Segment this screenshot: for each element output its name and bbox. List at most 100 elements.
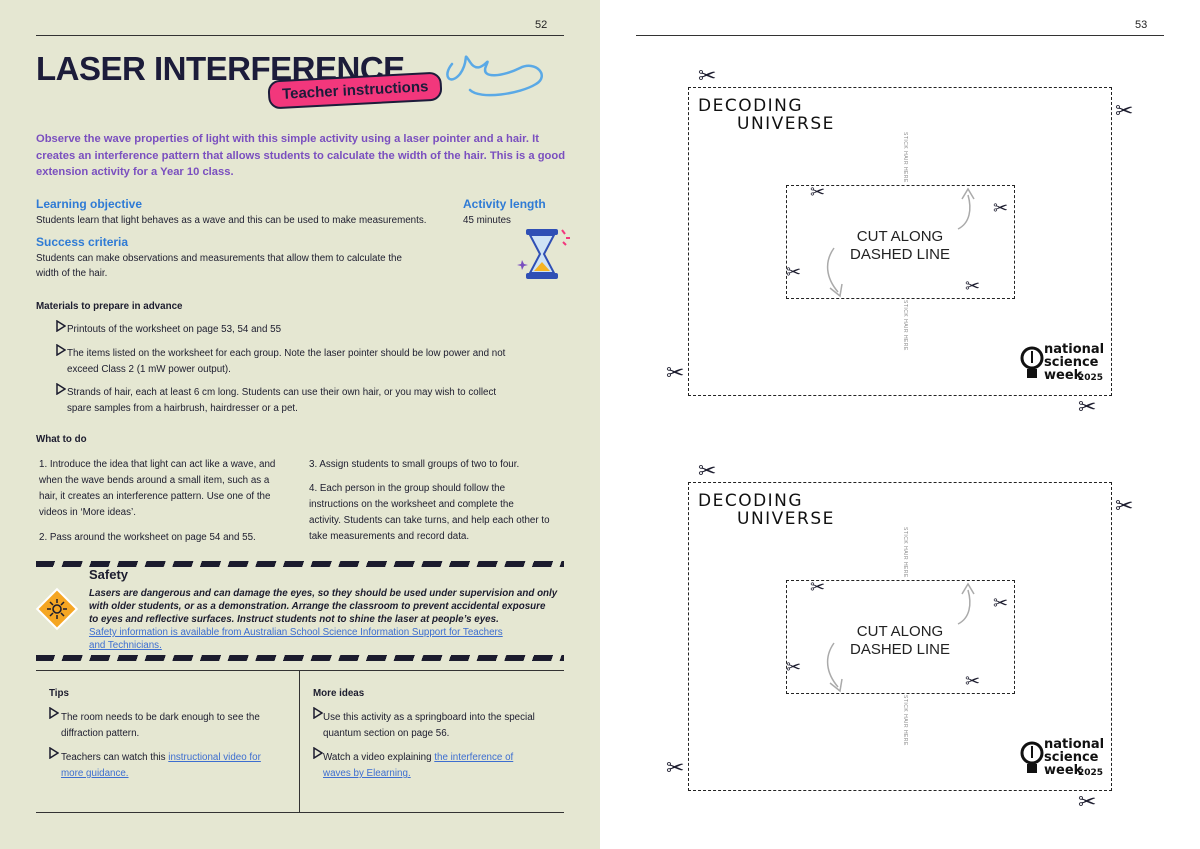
more-ideas-heading: More ideas [313,688,365,699]
activity-length-heading: Activity length [463,197,546,211]
what-to-do-heading: What to do [36,434,87,445]
scissors-icon: ✂ [993,198,1009,218]
page-number: 52 [535,19,548,31]
step-4-line4: take measurements and record data. [309,531,470,542]
step-1-line2: when the wave bends around a small item,… [39,475,270,486]
scissors-icon: ✂ [786,657,802,677]
top-rule [36,35,564,36]
triangle-bullet-icon [56,344,66,356]
safety-line-1: Lasers are dangerous and can damage the … [89,588,558,599]
nsw-logo-line3: week [1044,368,1083,383]
right-page: 53 DECODING UNIVERSE STICK HAIR HERE STI… [600,0,1200,849]
brand-line-1: DECODING [698,96,804,116]
step-3: 3. Assign students to small groups of tw… [309,459,520,470]
tips-heading: Tips [49,688,69,699]
step-4-line2: instructions on the worksheet and comple… [309,499,514,510]
safety-line-2: with older students, or as a demonstrati… [89,601,546,612]
nsw-logo-year: 2025 [1078,768,1104,778]
step-4-line1: 4. Each person in the group should follo… [309,483,506,494]
intro-text: Observe the wave properties of light wit… [36,133,566,178]
materials-item-1: Printouts of the worksheet on page 53, 5… [67,324,282,335]
stick-hair-label: STICK HAIR HERE [902,695,908,746]
outer-cut-line [688,87,1112,396]
hourglass-icon [517,229,570,279]
step-4-line3: activity. Students can take turns, and h… [309,515,550,526]
safety-link-line2[interactable]: and Technicians. [89,640,162,651]
safety-link-line1[interactable]: Safety information is available from Aus… [89,627,503,638]
success-criteria-line1: Students can make observations and measu… [36,253,402,264]
triangle-bullet-icon [313,747,323,759]
scissors-icon: ✂ [810,182,826,202]
brand-line-2: UNIVERSE [737,114,835,134]
step-2: 2. Pass around the worksheet on page 54 … [39,532,256,543]
interference-video-link[interactable]: the interference of [434,752,514,763]
more-ideas-item-1-line1: Use this activity as a springboard into … [323,712,535,723]
triangle-bullet-icon [313,707,323,719]
tips-item-2-line1: Teachers can watch this instructional vi… [61,750,261,766]
nsw-logo-line1: national [1044,737,1105,752]
tips-item-1-line1: The room needs to be dark enough to see … [61,712,260,723]
more-ideas-item-1-line2: quantum section on page 56. [323,728,450,739]
scissors-icon: ✂ [965,671,981,691]
brand-line-2: UNIVERSE [737,509,835,529]
nsw-logo-year: 2025 [1078,373,1104,383]
stick-hair-label: STICK HAIR HERE [902,132,908,183]
cut-instruction-line2: DASHED LINE [849,641,951,658]
scissors-icon: ✂ [810,577,826,597]
instructional-video-link[interactable]: instructional video for [168,752,261,763]
tips-bottom-rule [36,812,564,813]
cutout-card: DECODING UNIVERSE STICK HAIR HERE STICK … [600,0,1200,420]
inner-cut-line [786,580,1015,694]
stick-hair-label: STICK HAIR HERE [902,527,908,578]
tips-item-1-line2: diffraction pattern. [61,728,140,739]
arrow-up-icon [957,187,975,230]
lightbulb-icon [1020,346,1044,378]
page-number: 53 [1135,19,1148,31]
instructional-video-link-cont[interactable]: more guidance. [61,768,129,779]
safety-line-3: to eyes and reflective surfaces. Instruc… [89,614,499,625]
more-ideas-item-2-line1: Watch a video explaining the interferenc… [323,750,513,766]
materials-item-3-line2: spare samples from a hairbrush, hairdres… [67,403,298,414]
materials-item-2-line2: exceed Class 2 (1 mW power output). [67,364,231,375]
scissors-icon: ✂ [698,458,717,483]
scissors-icon: ✂ [965,276,981,296]
step-1-line3: hair, it creates an interference pattern… [39,491,271,502]
scissors-icon: ✂ [666,360,685,385]
arrow-down-icon [826,642,843,693]
nsw-logo-line2: science [1044,355,1099,370]
interference-video-link-cont[interactable]: waves by Elearning. [323,768,411,779]
safety-top-border [36,561,564,567]
triangle-bullet-icon [56,383,66,395]
nsw-logo-line1: national [1044,342,1105,357]
scribble-decoration [446,55,543,97]
scissors-icon: ✂ [786,262,802,282]
safety-bottom-border [36,655,564,661]
tips-item-2-text: Teachers can watch this [61,752,169,763]
success-criteria-heading: Success criteria [36,235,129,249]
scissors-icon: ✂ [1078,394,1097,419]
cut-instruction-line1: CUT ALONG [856,623,944,640]
step-1-line1: 1. Introduce the idea that light can act… [39,459,276,470]
materials-item-2-line1: The items listed on the worksheet for ea… [67,348,506,359]
nsw-logo-line3: week [1044,763,1083,778]
laser-warning-icon [35,587,79,631]
outer-cut-line [688,482,1112,791]
materials-item-3-line1: Strands of hair, each at least 6 cm long… [67,387,497,398]
scissors-icon: ✂ [1078,789,1097,814]
learning-objective-text: Students learn that light behaves as a w… [36,215,427,226]
inner-cut-line [786,185,1015,299]
learning-objective-heading: Learning objective [36,197,143,211]
brand-line-1: DECODING [698,491,804,511]
more-ideas-item-2-text: Watch a video explaining [323,752,435,763]
arrow-up-icon [957,582,975,625]
step-1-line4: videos in ‘More ideas’. [39,507,136,518]
cut-instruction-line1: CUT ALONG [856,228,944,245]
scissors-icon: ✂ [666,755,685,780]
scissors-icon: ✂ [993,593,1009,613]
success-criteria-line2: width of the hair. [36,268,108,279]
top-rule [636,35,1164,36]
materials-heading: Materials to prepare in advance [36,301,183,312]
safety-heading: Safety [89,567,129,582]
activity-length-text: 45 minutes [463,215,511,226]
triangle-bullet-icon [49,707,59,719]
